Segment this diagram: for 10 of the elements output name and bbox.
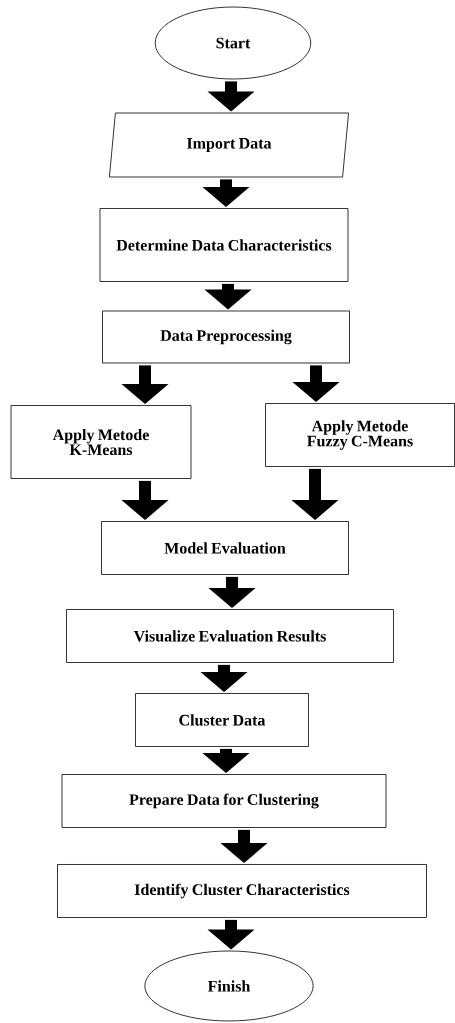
input-parallelogram: Import Data bbox=[109, 112, 349, 178]
process-box: Apply Metode K-Means bbox=[10, 405, 192, 479]
process-box: Prepare Data for Clustering bbox=[61, 774, 387, 828]
process-box: Apply Metode Fuzzy C-Means bbox=[265, 403, 455, 467]
process-box: Identify Cluster Characteristics bbox=[57, 864, 427, 918]
process-box: Model Evaluation bbox=[101, 521, 349, 575]
process-box: Visualize Evaluation Results bbox=[66, 609, 394, 663]
process-box: Data Preprocessing bbox=[102, 310, 350, 364]
process-box: Cluster Data bbox=[135, 693, 309, 747]
process-box: Determine Data Characteristics bbox=[99, 208, 349, 282]
